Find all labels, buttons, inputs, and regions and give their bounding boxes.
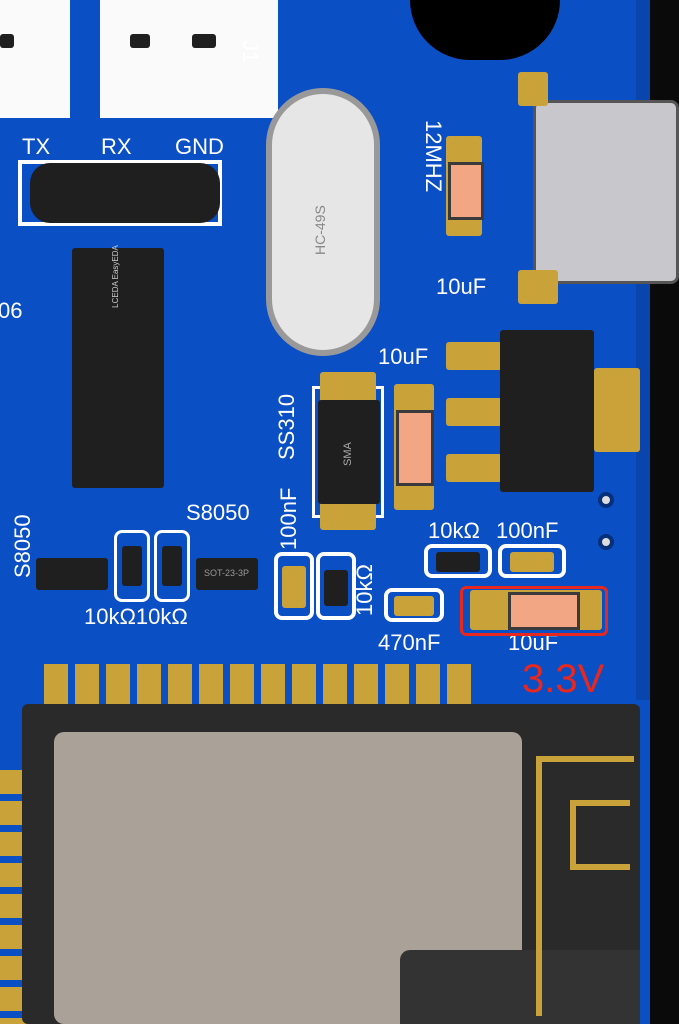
voltage-annotation: 3.3V [522,657,605,701]
module-corner [400,950,640,1024]
voltage-regulator [500,330,594,492]
resistor [436,552,480,572]
cap-470nf-label: 470nF [378,630,441,655]
cap-100nf-label: 100nF [496,518,559,543]
res-pair-label: 10kΩ10kΩ [84,604,188,629]
highlight-box [460,586,608,636]
cap-outline [274,552,314,620]
resistor [324,570,348,606]
res-outline [316,552,356,620]
pin-label-tx: TX [22,134,51,159]
transistor-package: SOT-23-3P [204,568,250,578]
capacitor [282,566,306,608]
cap-outline [498,544,566,578]
via-hole [598,534,614,550]
capacitor [396,410,434,486]
capacitor-10uf [508,592,580,630]
transistor-left-label: S8050 [10,514,35,578]
resistor [162,546,182,586]
connector-left [0,0,70,118]
diode-ss310 [318,400,380,504]
transistor-right [196,558,258,590]
ic-chip [72,248,164,488]
reg-pad [446,454,502,482]
reg-pad [446,342,502,370]
diode-label: SS310 [274,393,299,460]
module-pads-top [44,664,472,710]
usb-pad [518,270,558,304]
pin-header[interactable] [30,163,220,223]
transistor-left [36,558,108,590]
capacitor [448,162,484,220]
header-outline [18,160,222,226]
resistor [122,546,142,586]
res-10k-label: 10kΩ [428,518,480,543]
pin-label-rx: RX [101,134,132,159]
capacitor [394,596,434,616]
connector-pin [192,34,216,48]
left-edge-label: 06 [0,298,23,323]
resistor-outline [114,530,150,602]
usb-connector [533,100,679,284]
resistor-outline [154,530,190,602]
connector-pin [0,34,14,48]
transistor-right-label: S8050 [186,500,250,525]
cap-100nf-vertical-label: 100nF [276,487,301,550]
reg-pad [446,398,502,426]
connector-pin [130,34,150,48]
connector-ref-label: J1 [238,40,263,64]
crystal-marking: HC-49S [312,205,328,255]
res-outline [424,544,492,578]
connector-j1 [100,0,278,118]
pcb-antenna [536,756,634,1016]
cap-mid-label: 10uF [378,344,429,369]
pcb-antenna-trace [570,800,630,870]
crystal-label: 12MHZ [421,120,446,193]
pin-label-gnd: GND [175,134,224,159]
via-hole [598,492,614,508]
cap-top-label: 10uF [436,274,487,299]
reg-tab [594,368,640,452]
res-10k-vertical-label: 10kΩ [352,564,377,616]
cap-outline [384,588,444,622]
crystal [266,88,380,356]
capacitor [510,552,554,572]
ic-logo: LCEDA EasyEDA [110,245,120,308]
usb-pad [518,72,548,106]
diode-marking: SMA [342,442,354,466]
